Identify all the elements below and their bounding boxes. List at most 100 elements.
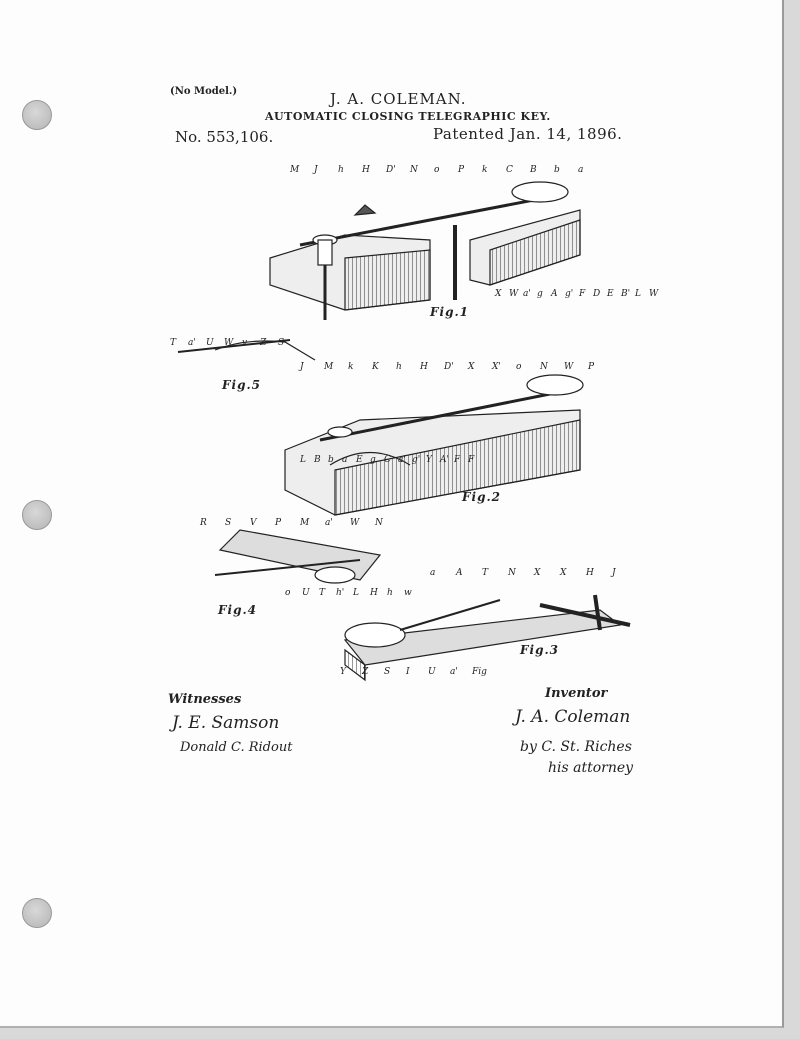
- fig1-reference-letter: L: [635, 289, 641, 299]
- fig3-reference-letter: S: [384, 667, 391, 677]
- fig2-reference-letter: X: [468, 362, 475, 372]
- witness-1-signature: J. E. Samson: [172, 713, 280, 733]
- fig2-reference-letter: E: [356, 455, 363, 465]
- punch-hole: [22, 100, 52, 130]
- attorney-signature: by C. St. Riches: [520, 739, 632, 755]
- fig2-reference-letter: a': [398, 455, 406, 465]
- fig1-reference-letter: B: [530, 165, 537, 175]
- fig5-reference-letter: S: [278, 338, 285, 348]
- fig3-reference-letter: T: [482, 568, 489, 578]
- fig1-reference-letter: g': [565, 289, 574, 299]
- fig4-reference-letter: S: [225, 518, 232, 528]
- patent-drawings: [177, 181, 631, 682]
- fig3-reference-letter: a: [430, 568, 436, 578]
- figure-4-label: Fig.4: [218, 603, 257, 617]
- fig1-reference-letter: W: [509, 289, 519, 299]
- fig2-reference-letter: g': [412, 455, 421, 465]
- fig4-reference-letter: U: [302, 588, 310, 598]
- fig2-reference-letter: M: [324, 362, 334, 372]
- fig3-reference-letter: Fig: [472, 667, 487, 677]
- inventor-signature: J. A. Coleman: [515, 707, 631, 727]
- fig2-reference-letter: Y: [426, 455, 432, 465]
- punch-hole: [22, 898, 52, 928]
- fig4-reference-letter: h: [387, 588, 393, 598]
- fig1-reference-letter: W: [649, 289, 659, 299]
- fig1-reference-letter: D: [593, 289, 601, 299]
- fig3-reference-letter: N: [508, 568, 516, 578]
- fig4-reference-letter: h': [336, 588, 345, 598]
- fig2-reference-letter: g: [370, 455, 376, 465]
- fig4-reference-letter: V: [250, 518, 257, 528]
- fig2-reference-letter: J: [300, 362, 304, 372]
- fig5-reference-letter: T: [170, 338, 177, 348]
- fig1-reference-letter: P: [458, 165, 465, 175]
- fig4-reference-letter: w: [404, 588, 412, 598]
- fig4-reference-letter: N: [375, 518, 383, 528]
- fig3-reference-letter: X: [560, 568, 567, 578]
- witness-2-signature: Donald C. Ridout: [180, 740, 293, 755]
- fig4-reference-letter: o: [285, 588, 291, 598]
- punch-hole: [22, 500, 52, 530]
- fig1-reference-letter: M: [290, 165, 300, 175]
- fig3-reference-letter: I: [406, 667, 410, 677]
- witnesses-label: Witnesses: [168, 692, 242, 707]
- fig5-reference-letter: U: [206, 338, 214, 348]
- fig3-reference-letter: Y: [340, 667, 346, 677]
- attorney-role: his attorney: [548, 760, 634, 776]
- figure-4-drawing: [214, 529, 382, 584]
- fig3-reference-letter: H: [586, 568, 594, 578]
- fig1-reference-letter: H: [362, 165, 370, 175]
- patent-number: No. 553,106.: [175, 128, 274, 146]
- fig2-reference-letter: k: [348, 362, 354, 372]
- fig1-reference-letter: X: [495, 289, 502, 299]
- fig1-reference-letter: J: [314, 165, 318, 175]
- fig3-reference-letter: Z: [362, 667, 369, 677]
- fig2-reference-letter: A': [440, 455, 449, 465]
- figure-3-drawing: [343, 594, 631, 682]
- fig5-reference-letter: Z: [260, 338, 267, 348]
- figure-5-drawing: [177, 339, 316, 361]
- fig1-reference-letter: o: [434, 165, 440, 175]
- fig1-reference-letter: b: [554, 165, 560, 175]
- fig2-reference-letter: L: [300, 455, 306, 465]
- fig4-reference-letter: W: [350, 518, 360, 528]
- patent-date: Patented Jan. 14, 1896.: [433, 125, 623, 143]
- fig1-reference-letter: a: [578, 165, 584, 175]
- fig2-reference-letter: o: [516, 362, 522, 372]
- figure-1-drawing: [269, 181, 581, 320]
- fig1-reference-letter: g: [537, 289, 543, 299]
- fig1-reference-letter: F: [579, 289, 586, 299]
- fig1-reference-letter: k: [482, 165, 488, 175]
- fig1-reference-letter: E: [607, 289, 614, 299]
- patent-title: AUTOMATIC CLOSING TELEGRAPHIC KEY.: [265, 110, 551, 123]
- fig1-reference-letter: a': [523, 289, 531, 299]
- fig1-reference-letter: N: [410, 165, 418, 175]
- figure-5-label: Fig.5: [222, 378, 261, 392]
- fig2-reference-letter: X': [492, 362, 501, 372]
- fig2-reference-letter: a: [342, 455, 348, 465]
- fig3-reference-letter: A: [456, 568, 463, 578]
- fig5-reference-letter: v: [242, 338, 248, 348]
- fig4-reference-letter: R: [200, 518, 207, 528]
- fig5-reference-letter: a': [188, 338, 196, 348]
- fig2-reference-letter: H: [420, 362, 428, 372]
- fig3-reference-letter: a': [450, 667, 458, 677]
- patent-sheet: (No Model.) J. A. COLEMAN. AUTOMATIC CLO…: [0, 0, 784, 1028]
- fig5-reference-letter: W: [224, 338, 234, 348]
- figure-2-drawing: [284, 374, 584, 516]
- fig2-reference-letter: h: [396, 362, 402, 372]
- fig4-reference-letter: H: [370, 588, 378, 598]
- fig3-reference-letter: X: [534, 568, 541, 578]
- fig1-reference-letter: h: [338, 165, 344, 175]
- figure-1-label: Fig.1: [430, 305, 469, 319]
- fig1-reference-letter: C: [506, 165, 513, 175]
- fig2-reference-letter: F: [468, 455, 475, 465]
- fig2-reference-letter: B: [314, 455, 321, 465]
- fig3-reference-letter: U: [428, 667, 436, 677]
- fig1-reference-letter: D': [386, 165, 396, 175]
- no-model-note: (No Model.): [170, 86, 238, 97]
- fig1-reference-letter: A: [551, 289, 558, 299]
- figure-3-label: Fig.3: [520, 643, 559, 657]
- figure-2-label: Fig.2: [462, 490, 501, 504]
- fig3-reference-letter: J: [612, 568, 616, 578]
